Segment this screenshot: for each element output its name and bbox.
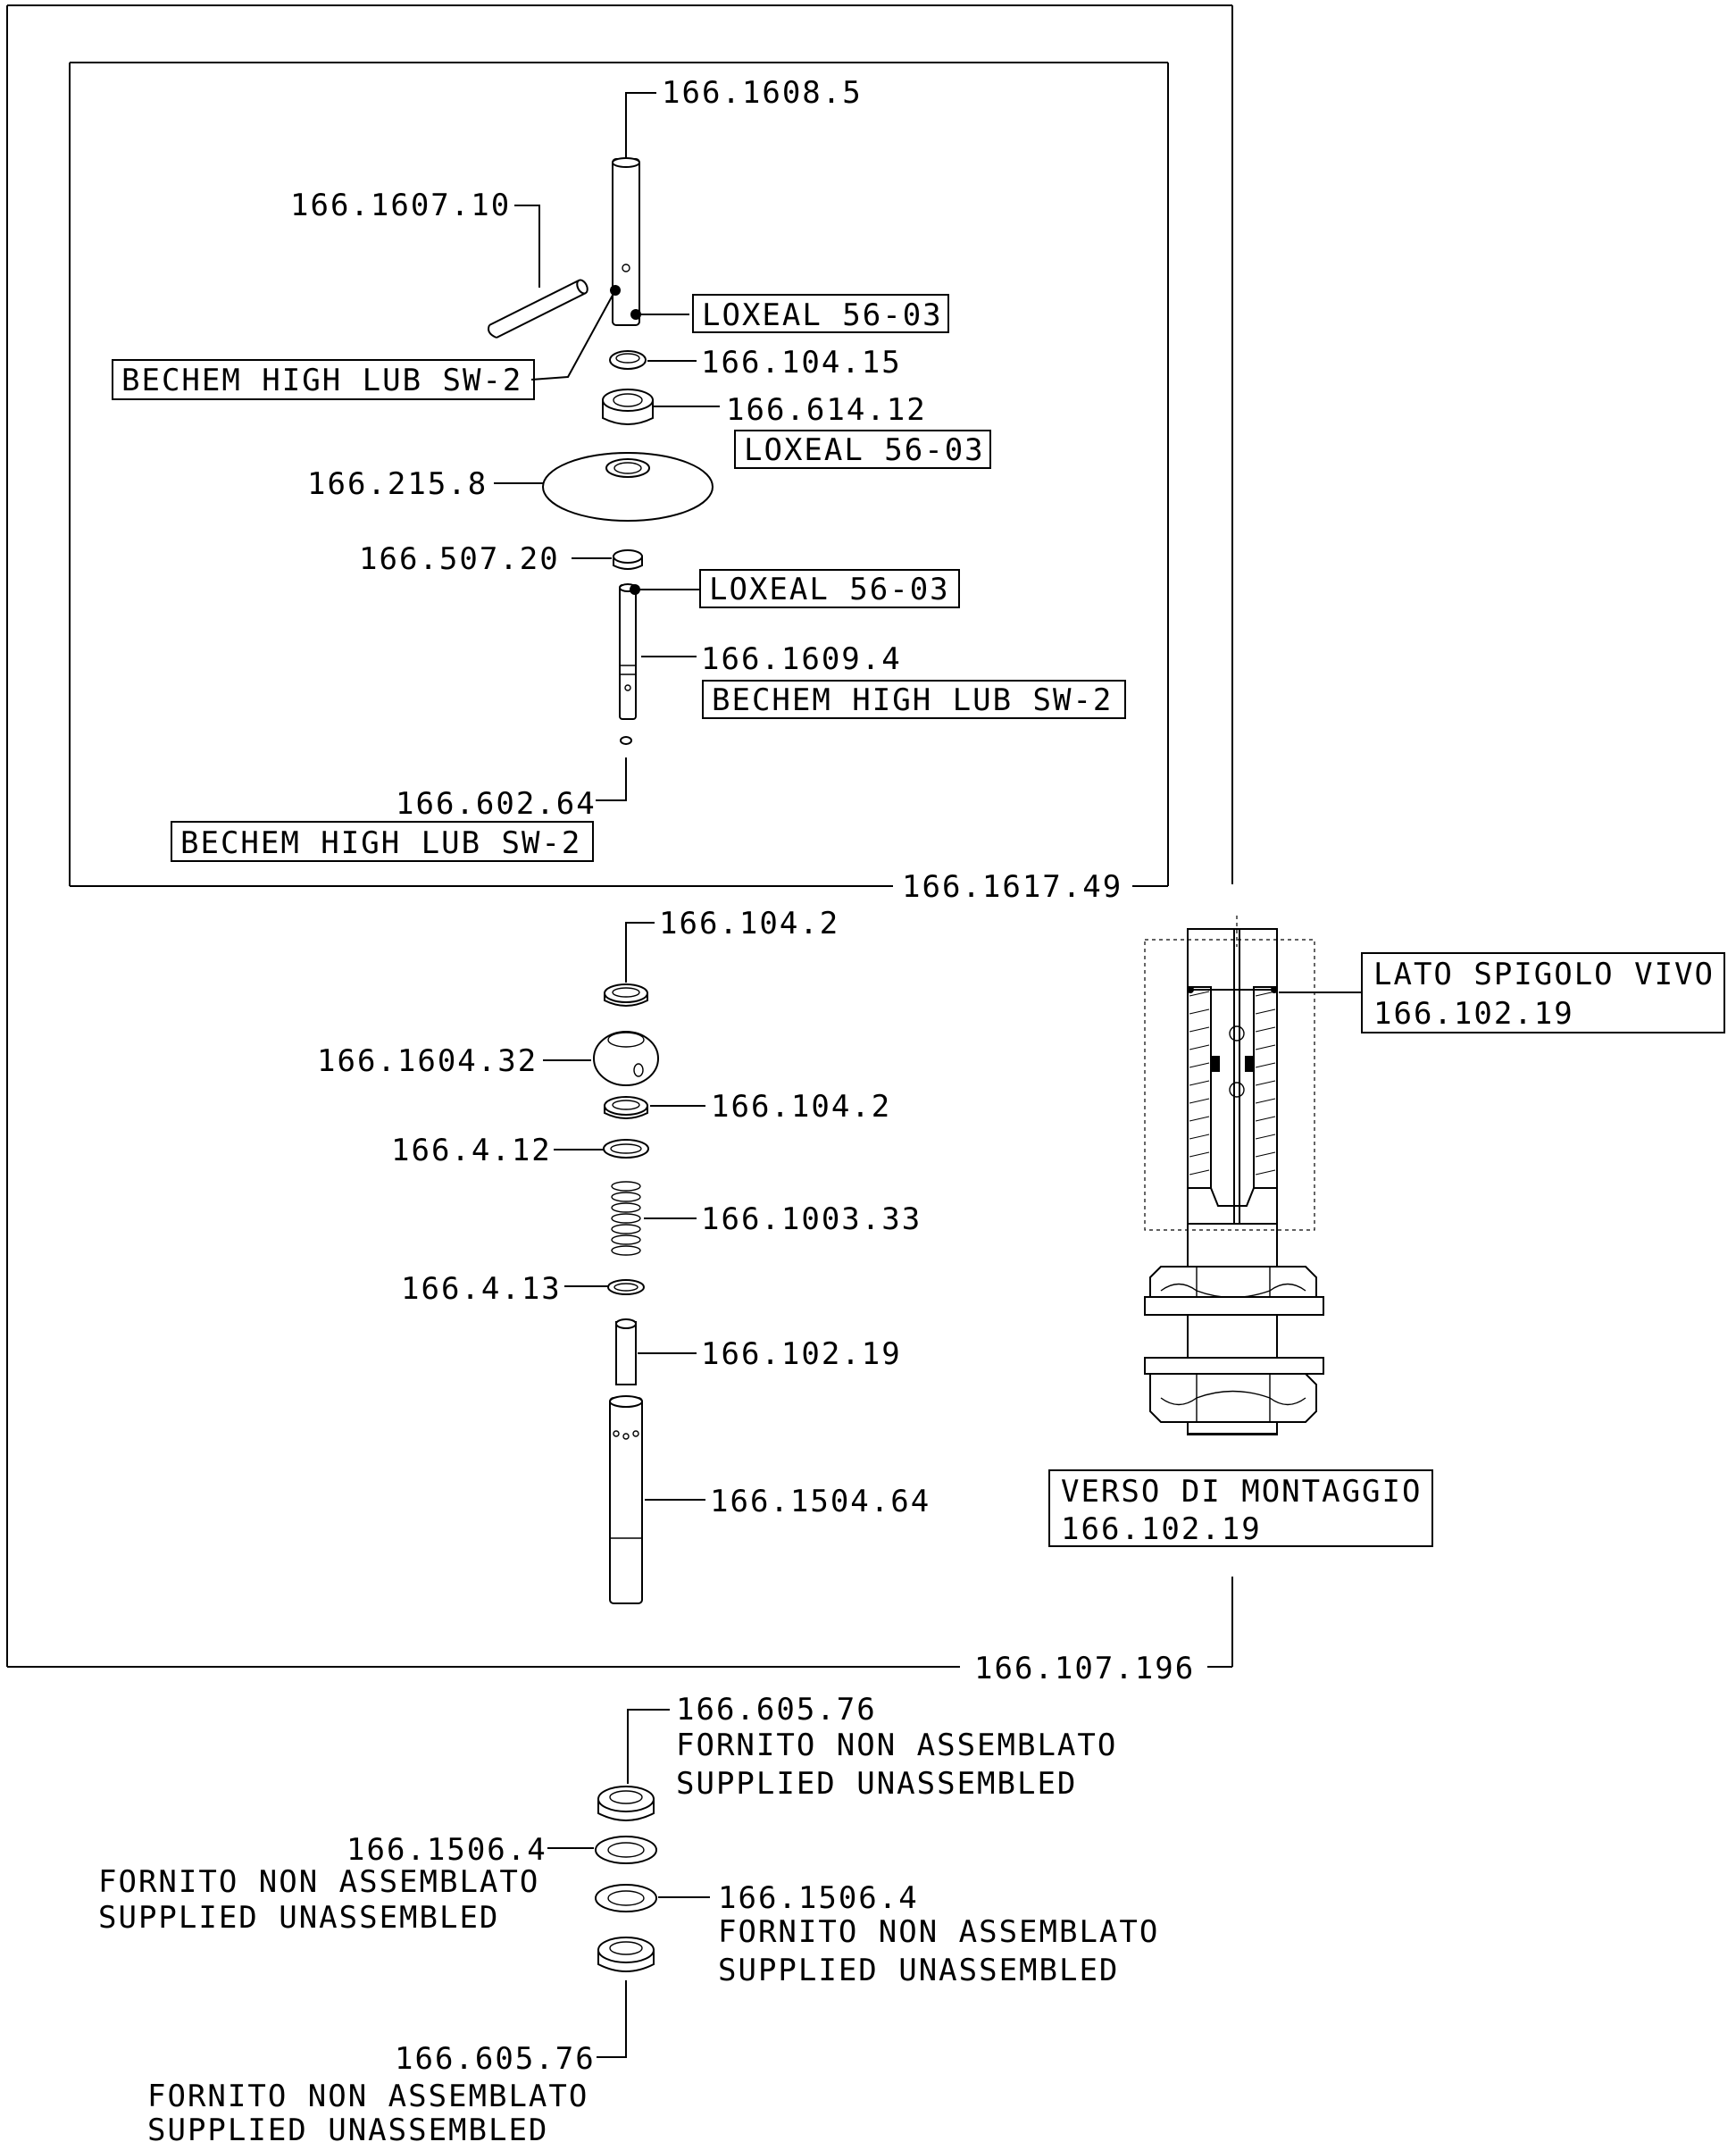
ring-166-104-2-top [604, 983, 648, 1007]
verso-di-montaggio-label: VERSO DI MONTAGGIO [1061, 1474, 1422, 1510]
nut-166-605-76-top [597, 1786, 655, 1821]
leader-lines [494, 92, 1362, 2058]
piston-166-1504-64 [609, 1395, 643, 1604]
label-nut-bottom-line1: FORNITO NON ASSEMBLATO [147, 2079, 588, 2114]
label-nut-top-line1: FORNITO NON ASSEMBLATO [676, 1728, 1117, 1763]
verso-di-montaggio-code: 166.102.19 [1061, 1511, 1262, 1547]
label-166-102-19: 166.102.19 [701, 1336, 902, 1372]
label-166-104-15: 166.104.15 [701, 345, 902, 381]
label-nut-bottom-code: 166.605.76 [395, 2041, 596, 2077]
section-detail-view [1144, 916, 1324, 1435]
loxeal-label-shaft: LOXEAL 56-03 [702, 297, 943, 333]
label-166-1604-32: 166.1604.32 [317, 1043, 538, 1079]
washer-166-1506-4-bottom [595, 1884, 657, 1912]
lato-spigolo-vivo-code: 166.102.19 [1373, 996, 1574, 1032]
rod-166-1609-4 [619, 583, 637, 720]
bechem-label-pin: BECHEM HIGH LUB SW-2 [121, 363, 522, 398]
label-nut-top-line2: SUPPLIED UNASSEMBLED [676, 1766, 1077, 1802]
ring-166-104-15 [609, 350, 647, 370]
label-washer-left-line2: SUPPLIED UNASSEMBLED [98, 1900, 499, 1936]
label-166-1607-10: 166.1607.10 [290, 188, 511, 223]
label-166-4-13: 166.4.13 [401, 1271, 562, 1307]
inner-subassembly-frame [69, 62, 1169, 887]
bechem-label-ball: BECHEM HIGH LUB SW-2 [180, 825, 581, 861]
ball-166-602-64 [620, 736, 632, 745]
label-166-507-20: 166.507.20 [359, 541, 560, 577]
loxeal-label-nut: LOXEAL 56-03 [744, 432, 985, 468]
label-washer-left-line1: FORNITO NON ASSEMBLATO [98, 1864, 539, 1900]
label-166-215-8: 166.215.8 [307, 466, 488, 502]
outer-assembly-frame [6, 4, 1233, 1668]
nut-166-605-76-bottom [597, 1937, 655, 1972]
spring-166-1003-33 [611, 1181, 641, 1256]
circlip-166-4-13 [607, 1279, 645, 1295]
nut-166-614-12 [602, 389, 654, 425]
label-166-1609-4: 166.1609.4 [701, 641, 902, 677]
label-166-614-12: 166.614.12 [726, 392, 927, 428]
label-nut-bottom-line2: SUPPLIED UNASSEMBLED [147, 2113, 548, 2142]
label-166-602-64: 166.602.64 [396, 786, 597, 822]
shaft-166-1608-5 [612, 157, 640, 326]
label-166-1504-64: 166.1504.64 [710, 1484, 931, 1519]
disc-166-215-8 [542, 452, 714, 522]
label-166-104-2-bottom: 166.104.2 [711, 1089, 891, 1125]
label-washer-right-code: 166.1506.4 [718, 1880, 919, 1916]
label-washer-right-line1: FORNITO NON ASSEMBLATO [718, 1914, 1159, 1950]
sleeve-166-102-19 [615, 1318, 637, 1385]
label-166-1617-49: 166.1617.49 [902, 869, 1123, 905]
label-166-1608-5: 166.1608.5 [662, 75, 863, 111]
ball-valve-166-1604-32 [593, 1031, 659, 1086]
circlip-166-4-12 [603, 1139, 649, 1159]
label-nut-top-code: 166.605.76 [676, 1692, 877, 1728]
label-166-107-196: 166.107.196 [974, 1651, 1195, 1686]
label-166-1003-33: 166.1003.33 [701, 1201, 922, 1237]
pin-166-1607-10 [488, 279, 588, 339]
ring-166-104-2-bottom [604, 1096, 648, 1119]
label-166-104-2-top: 166.104.2 [659, 906, 839, 941]
lato-spigolo-vivo-label: LATO SPIGOLO VIVO [1373, 957, 1715, 992]
bushing-166-507-20 [613, 549, 643, 570]
label-washer-right-line2: SUPPLIED UNASSEMBLED [718, 1953, 1119, 1988]
bechem-label-rod: BECHEM HIGH LUB SW-2 [712, 682, 1113, 718]
label-166-4-12: 166.4.12 [391, 1133, 552, 1168]
label-washer-left-code: 166.1506.4 [346, 1832, 547, 1868]
loxeal-label-rod: LOXEAL 56-03 [709, 572, 950, 607]
washer-166-1506-4-top [595, 1836, 657, 1864]
